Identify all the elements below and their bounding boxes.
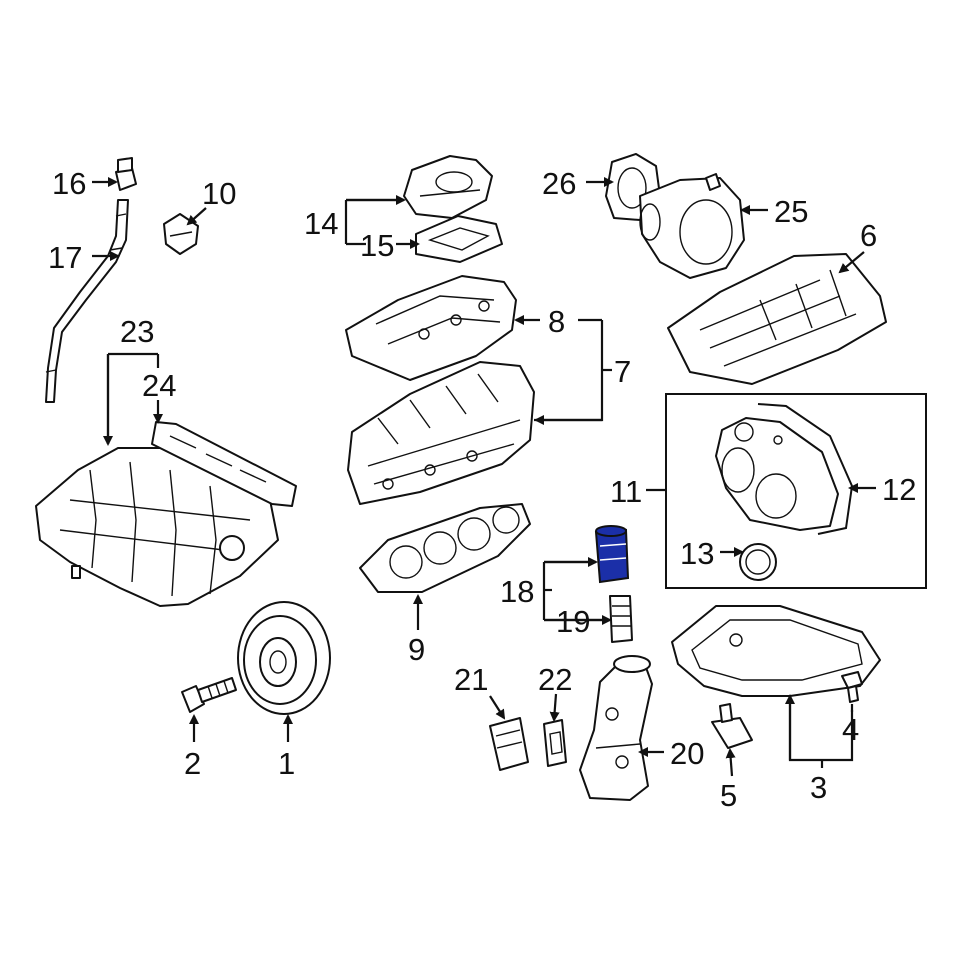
- callout-4: 4: [842, 712, 859, 747]
- cylinder-head-part[interactable]: [347, 361, 535, 505]
- oil-filter-housing-part[interactable]: [579, 655, 653, 801]
- callout-9: 9: [408, 632, 425, 667]
- callout-23: 23: [120, 314, 154, 349]
- callout-17: 17: [48, 240, 82, 275]
- callout-1: 1: [278, 746, 295, 781]
- callout-3: 3: [810, 770, 827, 805]
- upper-cover-part[interactable]: [403, 155, 493, 219]
- callout-19: 19: [556, 604, 590, 639]
- oil-filter-highlighted-part[interactable]: [594, 525, 630, 584]
- leader-lines: [92, 177, 876, 777]
- callout-7: 7: [614, 354, 631, 389]
- engine-block-lower-part[interactable]: [667, 253, 887, 385]
- pulley-bolt-part[interactable]: [181, 677, 237, 713]
- timing-cover-gasket-part[interactable]: [757, 403, 854, 535]
- callout-18: 18: [500, 574, 534, 609]
- oil-cooler-part[interactable]: [489, 717, 529, 771]
- oil-pan-part[interactable]: [671, 605, 881, 697]
- head-gasket-part[interactable]: [359, 503, 531, 593]
- intake-manifold-part[interactable]: [35, 447, 279, 607]
- callout-24: 24: [142, 368, 176, 403]
- callout-10: 10: [202, 176, 236, 211]
- crankshaft-pulley-part[interactable]: [237, 601, 331, 715]
- drain-plug-part[interactable]: [841, 671, 863, 703]
- seal-ring-part[interactable]: [739, 543, 777, 581]
- dipstick-tube-part[interactable]: [45, 199, 129, 403]
- callout-20: 20: [670, 736, 704, 771]
- callout-26: 26: [542, 166, 576, 201]
- oil-filter-element-part[interactable]: [609, 595, 633, 643]
- callout-21: 21: [454, 662, 488, 697]
- callout-numbers: 16 10 17 14 15 26 25 6 8 7 23 24 11 12 1…: [48, 166, 916, 813]
- water-pump-part[interactable]: [639, 173, 745, 279]
- callout-5: 5: [720, 778, 737, 813]
- callout-15: 15: [360, 228, 394, 263]
- manifold-gasket-part[interactable]: [151, 421, 297, 507]
- oil-level-sensor-part[interactable]: [711, 703, 753, 749]
- callout-8: 8: [548, 304, 565, 339]
- callout-6: 6: [860, 218, 877, 253]
- callout-2: 2: [184, 746, 201, 781]
- callout-12: 12: [882, 472, 916, 507]
- callout-14: 14: [304, 206, 338, 241]
- callout-16: 16: [52, 166, 86, 201]
- callout-11: 11: [610, 474, 642, 509]
- cover-gasket-part[interactable]: [415, 215, 503, 263]
- callout-13: 13: [680, 536, 714, 571]
- callout-22: 22: [538, 662, 572, 697]
- timing-cover-part[interactable]: [715, 417, 839, 531]
- cooler-gasket-part[interactable]: [543, 719, 567, 767]
- dipstick-handle-part[interactable]: [115, 157, 137, 191]
- callout-25: 25: [774, 194, 808, 229]
